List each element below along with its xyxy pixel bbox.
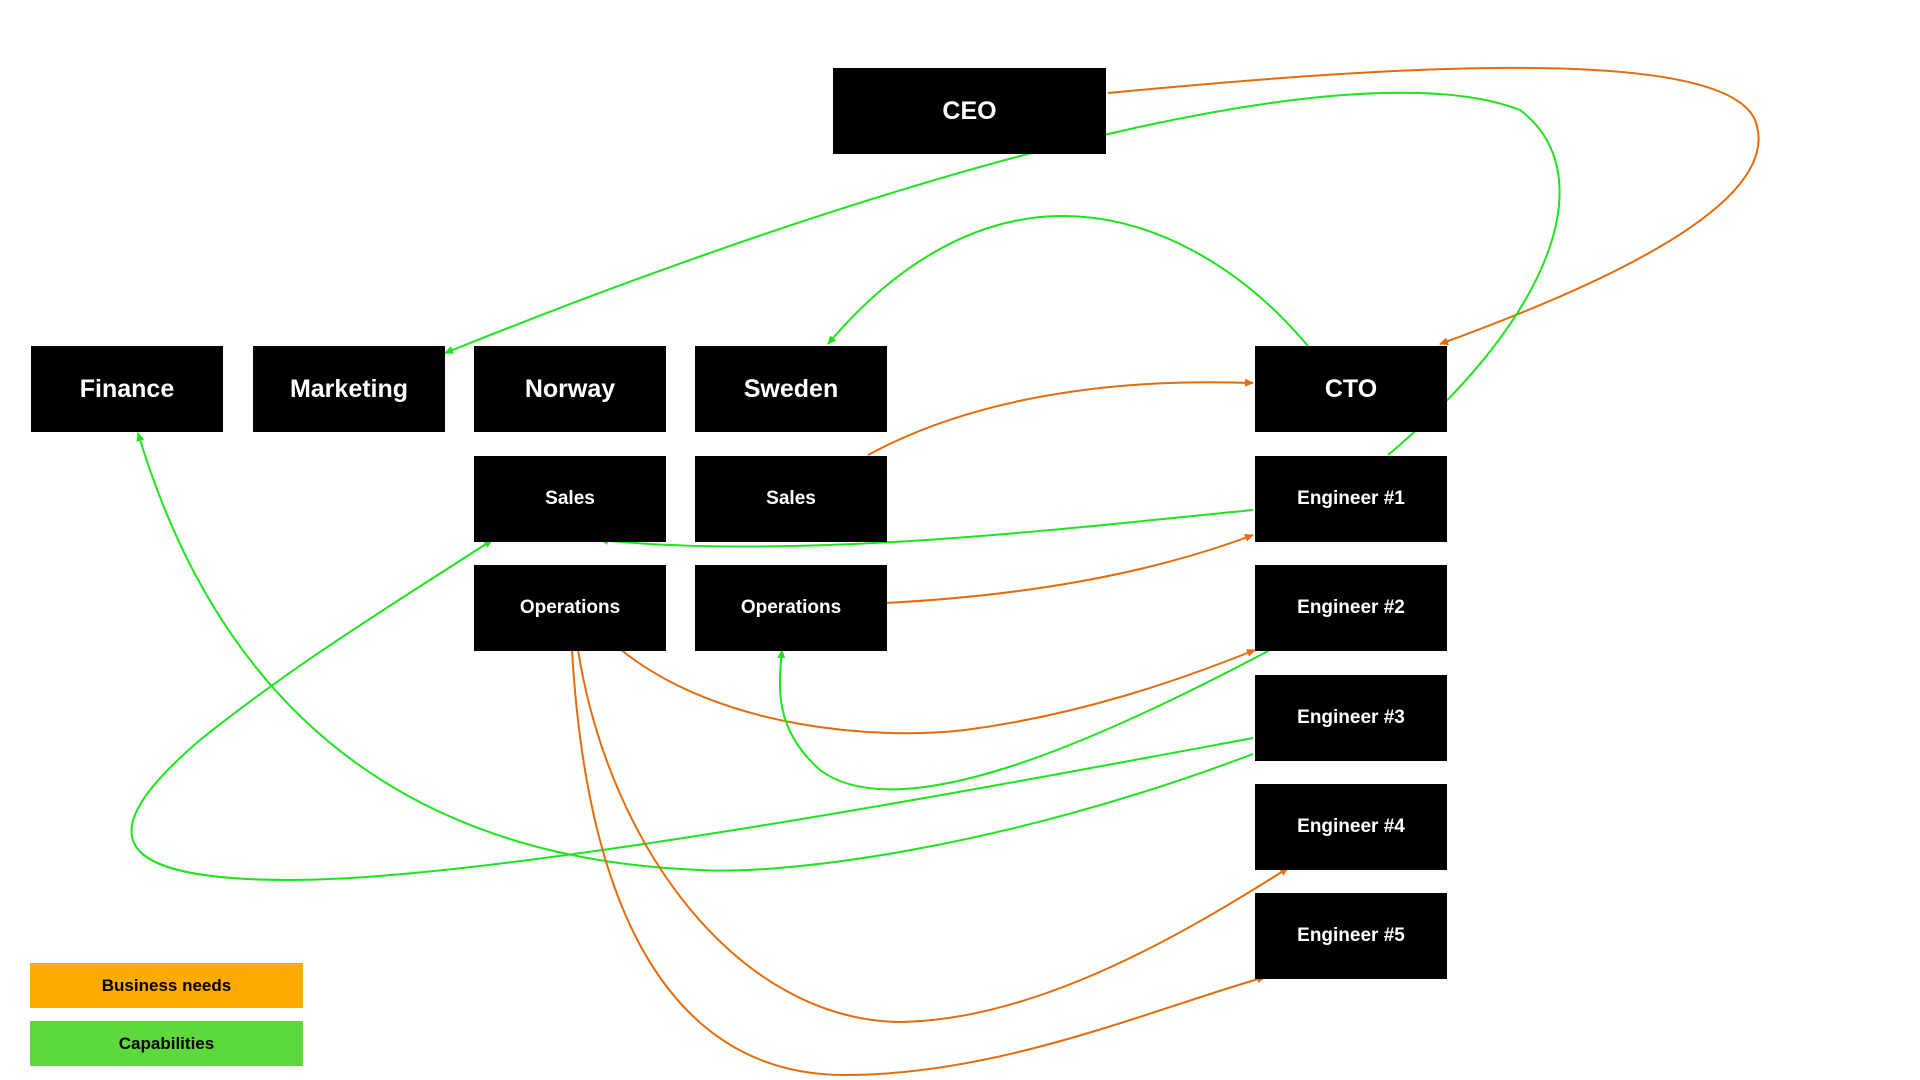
node-engineer-2-label: Engineer #2 [1297,597,1405,618]
node-sweden-sales[interactable]: Sales [695,456,887,542]
link-sweden-ops-to-engineer1 [884,534,1254,604]
node-engineer-3-label: Engineer #3 [1297,707,1405,728]
node-engineer-4[interactable]: Engineer #4 [1255,784,1447,870]
node-engineer-1[interactable]: Engineer #1 [1255,456,1447,542]
node-sweden-operations[interactable]: Operations [695,565,887,651]
node-sweden-sales-label: Sales [766,488,816,509]
node-finance-label: Finance [79,374,175,403]
node-marketing[interactable]: Marketing [253,346,445,432]
node-engineer-1-label: Engineer #1 [1297,488,1405,509]
node-engineer-5[interactable]: Engineer #5 [1255,893,1447,979]
node-cto-label: CTO [1324,374,1378,403]
link-ceo-to-cto [1107,66,1760,346]
node-cto[interactable]: CTO [1255,346,1447,432]
legend-business-needs-label: Business needs [101,975,232,995]
node-ceo-label: CEO [942,96,997,125]
node-norway-operations[interactable]: Operations [474,565,666,651]
link-norway-ops-to-engineer4 [577,649,1289,1024]
node-engineer-3[interactable]: Engineer #3 [1255,675,1447,761]
link-engineer2-to-sweden-ops [777,649,1271,791]
node-norway-operations-label: Operations [519,597,621,618]
node-engineer-5-label: Engineer #5 [1297,925,1405,946]
node-ceo[interactable]: CEO [833,68,1106,154]
node-engineer-4-label: Engineer #4 [1297,816,1405,837]
node-sweden[interactable]: Sweden [695,346,887,432]
legend-capabilities-label: Capabilities [118,1033,215,1053]
link-cto-to-sweden [827,214,1309,347]
link-norway-ops-to-engineer2 [619,648,1256,735]
node-finance[interactable]: Finance [31,346,223,432]
node-norway-label: Norway [524,374,616,403]
node-marketing-label: Marketing [289,374,409,403]
node-norway-sales-label: Sales [545,488,595,509]
link-engineer3-to-norway-sales [130,539,1254,882]
link-norway-ops-to-engineer5 [571,649,1266,1077]
legend-capabilities: Capabilities [30,1021,303,1066]
legend-business-needs: Business needs [30,963,303,1008]
node-sweden-operations-label: Operations [740,597,842,618]
node-norway[interactable]: Norway [474,346,666,432]
node-norway-sales[interactable]: Sales [474,456,666,542]
node-sweden-label: Sweden [743,374,839,403]
link-sweden-sales-to-cto [867,378,1254,456]
node-engineer-2[interactable]: Engineer #2 [1255,565,1447,651]
